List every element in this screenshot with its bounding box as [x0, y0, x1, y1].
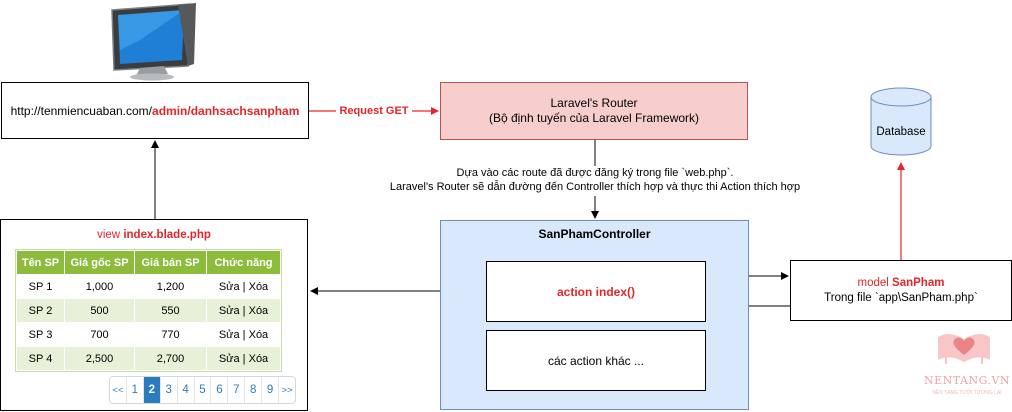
table-cell: SP 2 — [16, 298, 65, 323]
table-row: SP 4 2,500 2,700 Sửa | Xóa — [16, 346, 281, 371]
table-cell-actions[interactable]: Sửa | Xóa — [206, 298, 281, 323]
watermark-tagline: NỀN TẢNG TƯỚI TƯƠNG LAI — [932, 390, 1002, 396]
product-table: Tên SP Giá gốc SP Giá bán SP Chức năng S… — [15, 249, 282, 372]
table-cell: 550 — [134, 298, 207, 323]
router-subtitle: (Bộ định tuyến của Laravel Framework) — [488, 111, 700, 125]
router-box: Laravel's Router (Bộ định tuyến của Lara… — [440, 82, 748, 140]
model-file: Trong file `app\SanPham.php` — [824, 291, 978, 304]
model-box: model SanPham Trong file `app\SanPham.ph… — [790, 260, 1012, 321]
table-header-row: Tên SP Giá gốc SP Giá bán SP Chức năng — [16, 250, 281, 275]
table-row: SP 3 700 770 Sửa | Xóa — [16, 322, 281, 347]
page-prev-link[interactable]: << — [110, 377, 127, 403]
table-row: SP 1 1,000 1,200 Sửa | Xóa — [16, 274, 281, 299]
table-cell: 2,500 — [64, 346, 135, 371]
view-file: index.blade.php — [123, 229, 211, 241]
table-cell: SP 1 — [16, 274, 65, 299]
table-header-cell: Chức năng — [206, 250, 281, 275]
table-cell-actions[interactable]: Sửa | Xóa — [206, 346, 281, 371]
controller-title: SanPhamController — [538, 227, 651, 241]
route-description-line1: Dựa vào các route đã được đăng ký trong … — [456, 167, 734, 179]
page-link[interactable]: 1 — [127, 377, 144, 403]
other-actions-box: các action khác ... — [486, 330, 706, 391]
heart-book-icon — [938, 333, 990, 364]
watermark-brand: NENTANG.VN — [923, 373, 1011, 387]
table-cell-actions[interactable]: Sửa | Xóa — [206, 322, 281, 347]
page-link[interactable]: 4 — [178, 377, 195, 403]
request-get-label: Request GET — [336, 103, 412, 119]
table-cell: SP 3 — [16, 322, 65, 347]
router-title: Laravel's Router — [550, 96, 638, 110]
url-path: admin/danhsachsanpham — [152, 103, 300, 118]
table-cell: 1,200 — [134, 274, 207, 299]
view-title: view index.blade.php — [0, 227, 308, 243]
model-prefix: model — [857, 276, 893, 289]
page-link[interactable]: 5 — [195, 377, 212, 403]
pagination: << 1 2 3 4 5 6 7 8 9 >> — [109, 376, 296, 404]
url-prefix: http://tenmiencuaban.com/ — [10, 103, 153, 118]
route-description-line2: Laravel's Router sẽ dẫn đường đến Contro… — [389, 181, 801, 193]
page-link-active[interactable]: 2 — [143, 377, 161, 403]
table-row: SP 2 500 550 Sửa | Xóa — [16, 298, 281, 323]
page-link[interactable]: 6 — [211, 377, 229, 403]
action-index-box: action index() — [486, 261, 706, 322]
url-box: http://tenmiencuaban.com/admin/danhsachs… — [1, 82, 309, 139]
table-header-cell: Giá gốc SP — [64, 250, 135, 275]
table-cell: SP 4 — [16, 346, 65, 371]
route-description: Dựa vào các route đã được đăng ký trong … — [380, 166, 810, 196]
page-link[interactable]: 7 — [228, 377, 246, 403]
computer-monitor-icon — [111, 3, 196, 81]
table-header-cell: Tên SP — [16, 250, 65, 275]
table-cell: 770 — [134, 322, 207, 347]
database-label: Database — [876, 126, 926, 138]
table-cell: 2,700 — [134, 346, 207, 371]
page-link[interactable]: 9 — [262, 377, 280, 403]
table-cell: 700 — [64, 322, 135, 347]
database-cylinder-icon — [870, 87, 932, 156]
page-next-link[interactable]: >> — [281, 384, 293, 396]
table-cell: 500 — [64, 298, 135, 323]
table-cell-actions[interactable]: Sửa | Xóa — [206, 274, 281, 299]
model-name: SanPham — [892, 276, 945, 289]
table-header-cell: Giá bán SP — [134, 250, 207, 275]
view-prefix: view — [97, 229, 121, 241]
page-link[interactable]: 8 — [245, 377, 263, 403]
table-cell: 1,000 — [64, 274, 135, 299]
page-link[interactable]: 3 — [161, 377, 178, 403]
model-label: model SanPham — [858, 276, 945, 291]
